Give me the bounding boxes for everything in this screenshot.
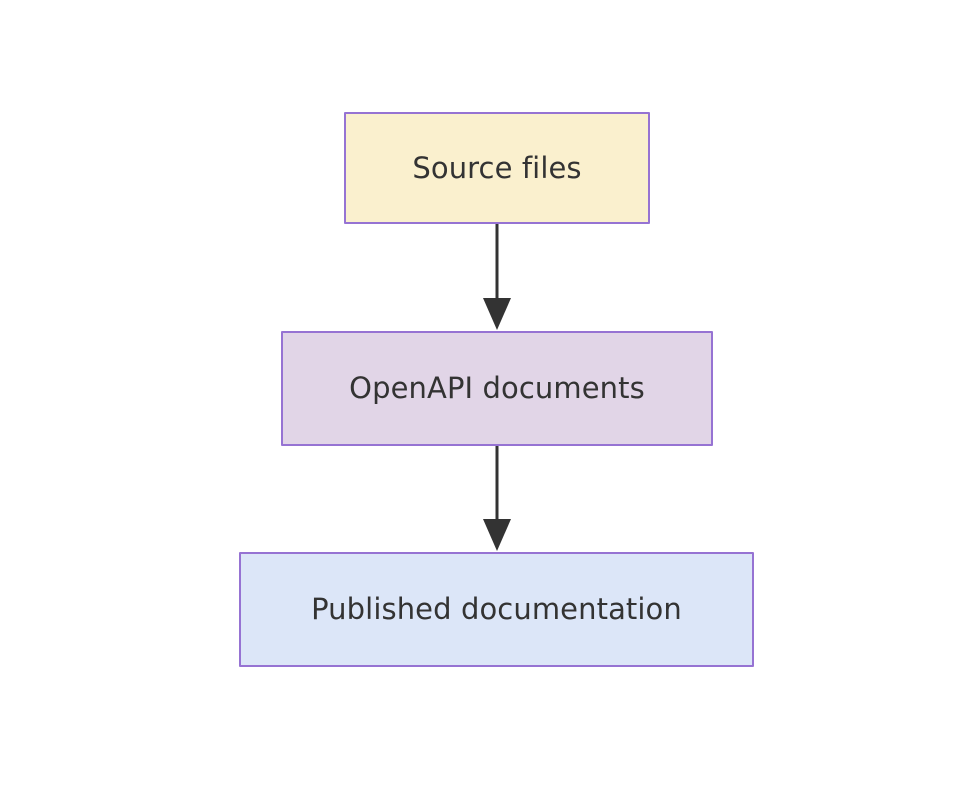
node-published-documentation-label: Published documentation [311, 592, 682, 627]
node-openapi-documents[interactable]: OpenAPI documents [281, 331, 713, 446]
node-source-files-label: Source files [412, 150, 582, 185]
edge-source-to-openapi-arrowhead [483, 298, 511, 330]
edge-source-to-openapi [483, 224, 511, 330]
edge-openapi-to-published-arrowhead [483, 519, 511, 551]
node-published-documentation[interactable]: Published documentation [239, 552, 754, 667]
node-openapi-documents-label: OpenAPI documents [349, 371, 645, 406]
node-source-files[interactable]: Source files [344, 112, 650, 224]
edge-openapi-to-published [483, 446, 511, 551]
